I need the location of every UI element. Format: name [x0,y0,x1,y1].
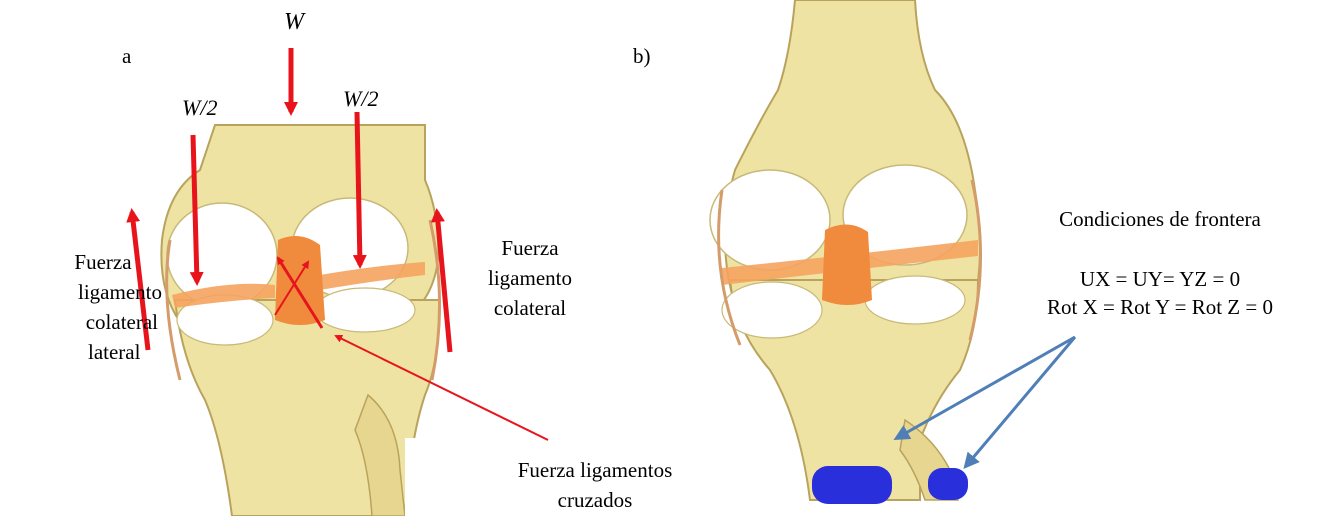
boundary-eq-block: UX = UY= YZ = 0 Rot X = Rot Y = Rot Z = … [1000,265,1320,321]
meniscus-right-b [865,276,965,324]
boundary-title: Condiciones de frontera [1000,207,1320,232]
left-ligament-line-3: colateral [20,307,170,337]
bc-arrow-right [966,337,1075,466]
panel-b-label: b) [633,44,651,69]
left-ligament-line-1: Fuerza [20,247,170,277]
cruciate-line-2: cruzados [485,485,705,515]
bc-support-left [812,466,892,504]
boundary-eq1: UX = UY= YZ = 0 [1000,265,1320,293]
cruciate-ligament-a [275,236,325,325]
right-ligament-line-3: colateral [470,293,590,323]
cruciate-line-1: Fuerza ligamentos [485,455,705,485]
knee-illustration-a [161,125,465,516]
meniscus-left-b [722,282,822,338]
meniscus-right-a [315,288,415,332]
right-ligament-line-2: ligamento [470,263,590,293]
right-ligament-line-1: Fuerza [470,233,590,263]
cartilage-left-b [710,170,830,270]
knee-illustration-b [710,0,981,504]
boundary-conditions-block: Condiciones de frontera [1000,207,1320,232]
cruciate-label: Fuerza ligamentos cruzados [485,455,705,515]
cruciate-ligament-b [822,224,872,305]
right-ligament-label: Fuerza ligamento colateral [470,233,590,323]
left-ligament-label: Fuerza ligamento colateral lateral [20,247,170,367]
left-ligament-line-4: lateral [20,337,170,367]
boundary-eq2: Rot X = Rot Y = Rot Z = 0 [1000,293,1320,321]
load-w2-right-label: W/2 [343,86,378,111]
arrow-load-w2-right [357,112,360,265]
load-w-label: W [284,10,304,35]
panel-a-label: a [122,44,131,69]
bc-support-right [928,468,968,500]
load-w2-left-label: W/2 [182,95,217,120]
image-mask [405,438,465,516]
left-ligament-line-2: ligamento [20,277,170,307]
